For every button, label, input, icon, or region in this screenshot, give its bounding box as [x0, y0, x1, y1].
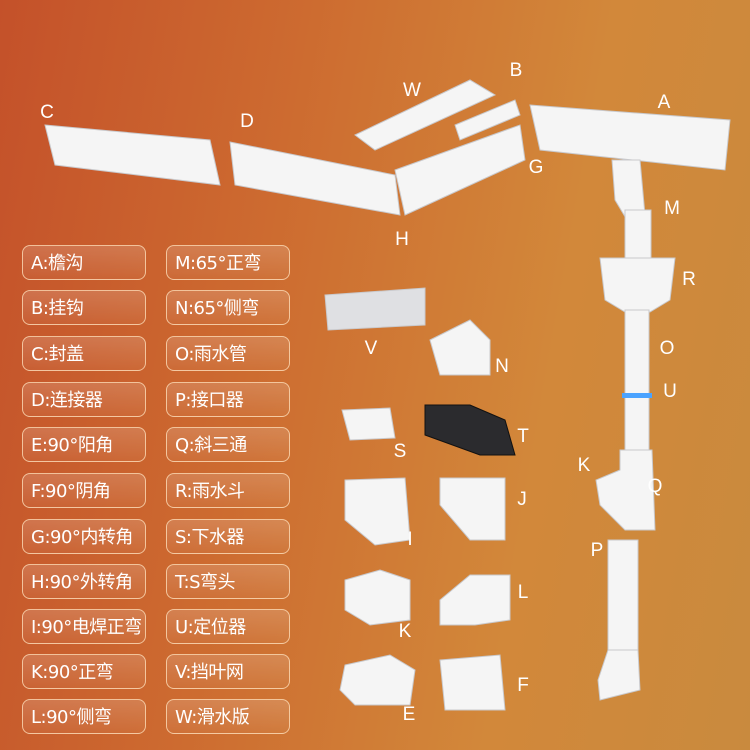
legend-item-c: C:封盖: [22, 336, 146, 371]
legend-item-h: H:90°外转角: [22, 564, 146, 599]
part-label-s: S: [393, 441, 407, 462]
part-label-a: A: [657, 92, 671, 113]
legend-item-g: G:90°内转角: [22, 519, 146, 554]
legend-item-p: P:接口器: [166, 382, 290, 417]
legend-item-m: M:65°正弯: [166, 245, 290, 280]
part-label-c: C: [40, 102, 54, 123]
part-label-l: L: [517, 582, 529, 603]
part-label-r: R: [682, 269, 696, 290]
legend-item-u: U:定位器: [166, 609, 290, 644]
legend-item-e: E:90°阳角: [22, 427, 146, 462]
part-label-j: J: [517, 489, 527, 510]
legend-item-l: L:90°侧弯: [22, 699, 146, 734]
part-label-w: W: [403, 80, 421, 101]
part-r-hopper: [599, 257, 676, 313]
part-label-h: H: [395, 229, 409, 250]
part-o-pipe-top: [624, 209, 652, 261]
legend-item-k: K:90°正弯: [22, 654, 146, 689]
part-h-outer-corner: [394, 124, 526, 216]
part-label-k1: K: [577, 455, 591, 476]
legend-item-a: A:檐沟: [22, 245, 146, 280]
part-s-outlet: [341, 407, 396, 441]
legend-item-q: Q:斜三通: [166, 427, 290, 462]
part-q-tee: [595, 449, 656, 531]
legend-item-b: B:挂钩: [22, 290, 146, 325]
part-label-n: N: [495, 356, 509, 377]
part-n-elbow: [429, 319, 491, 376]
part-label-o: O: [659, 338, 675, 359]
part-c-gutter: [44, 124, 221, 186]
part-label-e: E: [402, 704, 416, 725]
part-u-locator: [622, 393, 652, 398]
part-label-t: T: [517, 426, 529, 447]
part-label-b: B: [509, 60, 523, 81]
legend-item-t: T:S弯头: [166, 564, 290, 599]
part-j-elbow: [439, 477, 506, 541]
part-label-f: F: [517, 675, 529, 696]
part-b-hook: [454, 99, 521, 141]
legend-item-w: W:滑水版: [166, 699, 290, 734]
part-w-plate: [354, 79, 497, 151]
part-label-i: I: [407, 529, 413, 550]
legend-item-n: N:65°侧弯: [166, 290, 290, 325]
legend-item-d: D:连接器: [22, 382, 146, 417]
part-label-d: D: [240, 111, 254, 132]
part-label-u: U: [663, 381, 677, 402]
part-label-p: P: [590, 540, 604, 561]
legend-item-s: S:下水器: [166, 519, 290, 554]
part-i-elbow: [344, 477, 411, 546]
part-f-internal-corner: [439, 654, 506, 711]
part-k2-elbow: [344, 569, 411, 626]
part-o-pipe: [624, 309, 650, 451]
part-label-g: G: [528, 157, 544, 178]
part-label-k2: K: [398, 621, 412, 642]
part-label-v: V: [364, 338, 378, 359]
part-k-elbow: [597, 649, 641, 701]
part-e-external-corner: [339, 654, 416, 706]
part-label-m: M: [664, 198, 680, 219]
legend-item-i: I:90°电焊正弯: [22, 609, 146, 644]
part-a-gutter: [529, 104, 731, 171]
part-p-connector: [607, 539, 639, 651]
legend-item-o: O:雨水管: [166, 336, 290, 371]
legend-item-v: V:挡叶网: [166, 654, 290, 689]
legend-item-r: R:雨水斗: [166, 473, 290, 508]
part-l-elbow: [439, 574, 511, 626]
part-label-q: Q: [647, 476, 663, 497]
part-d-gutter: [229, 141, 401, 216]
part-v-leaf-guard: [324, 287, 426, 331]
legend-item-f: F:90°阴角: [22, 473, 146, 508]
part-t-s-bend: [424, 404, 516, 456]
